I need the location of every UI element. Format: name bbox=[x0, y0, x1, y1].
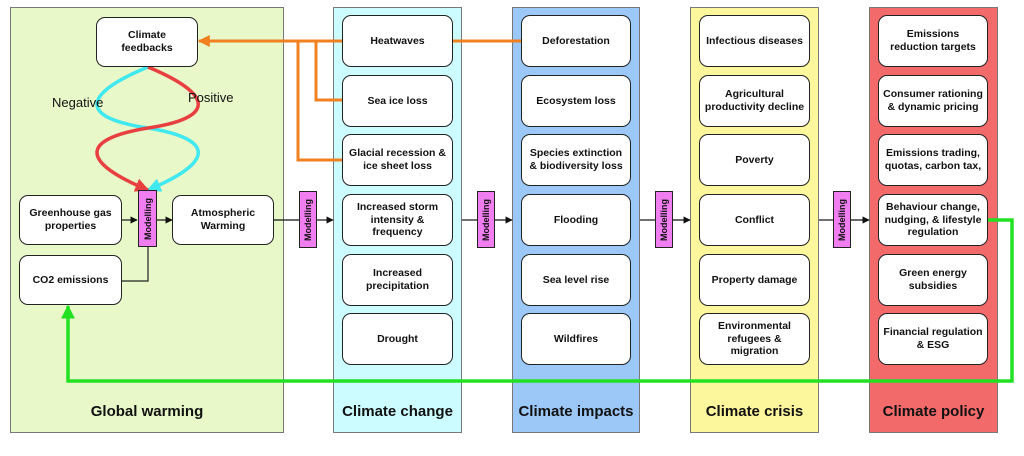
climate-policy-item: Green energy subsidies bbox=[878, 254, 988, 306]
climate-change-title: Climate change bbox=[342, 403, 453, 420]
climate-crisis-item: Environmental refugees & migration bbox=[699, 313, 810, 365]
modeling-tag-warming: Modelling bbox=[299, 191, 317, 248]
climate-feedbacks-box: Climate feedbacks bbox=[96, 17, 198, 67]
co2-emissions-box: CO2 emissions bbox=[19, 255, 122, 305]
climate-change-item: Increased precipitation bbox=[342, 254, 453, 306]
modeling-label: Modelling bbox=[142, 197, 153, 240]
climate-policy-item: Emissions reduction targets bbox=[878, 15, 988, 67]
climate-crisis-item: Property damage bbox=[699, 254, 810, 306]
climate-impacts-item: Sea level rise bbox=[521, 254, 631, 306]
climate-policy-item: Consumer rationing & dynamic pricing bbox=[878, 75, 988, 127]
climate-impacts-item: Wildfires bbox=[521, 313, 631, 365]
climate-policy-title: Climate policy bbox=[882, 403, 985, 420]
global-warming-title: Global warming bbox=[90, 403, 204, 420]
climate-impacts-item: Ecosystem loss bbox=[521, 75, 631, 127]
climate-policy-item: Financial regulation & ESG bbox=[878, 313, 988, 365]
climate-change-item: Sea ice loss bbox=[342, 75, 453, 127]
atmospheric-warming-box: Atmospheric Warming bbox=[172, 195, 274, 245]
climate-crisis-title: Climate crisis bbox=[705, 403, 804, 420]
modeling-tag-impacts: Modelling bbox=[655, 191, 673, 248]
climate-impacts-item: Flooding bbox=[521, 194, 631, 246]
modeling-label: Modelling bbox=[481, 198, 491, 241]
modeling-tag-feedbacks: Modelling bbox=[138, 190, 157, 247]
modeling-label: Modelling bbox=[303, 198, 313, 241]
negative-label: Negative bbox=[52, 95, 104, 110]
climate-policy-item: Behaviour change, nudging, & lifestyle r… bbox=[878, 194, 988, 246]
climate-crisis-item: Conflict bbox=[699, 194, 810, 246]
climate-change-item: Heatwaves bbox=[342, 15, 453, 67]
modeling-tag-change: Modelling bbox=[477, 191, 495, 248]
positive-label: Positive bbox=[188, 90, 234, 105]
climate-impacts-item: Deforestation bbox=[521, 15, 631, 67]
climate-change-item: Increased storm intensity & frequency bbox=[342, 194, 453, 246]
modeling-label: Modelling bbox=[837, 198, 847, 241]
modeling-label: Modelling bbox=[659, 198, 669, 241]
climate-crisis-item: Agricultural productivity decline bbox=[699, 75, 810, 127]
climate-impacts-title: Climate impacts bbox=[518, 403, 634, 420]
climate-change-item: Glacial recession & ice sheet loss bbox=[342, 134, 453, 186]
climate-policy-item: Emissions trading, quotas, carbon tax, bbox=[878, 134, 988, 186]
climate-change-item: Drought bbox=[342, 313, 453, 365]
climate-impacts-item: Species extinction & biodiversity loss bbox=[521, 134, 631, 186]
modeling-tag-crisis: Modelling bbox=[833, 191, 851, 248]
climate-crisis-item: Poverty bbox=[699, 134, 810, 186]
climate-crisis-item: Infectious diseases bbox=[699, 15, 810, 67]
greenhouse-gas-box: Greenhouse gas properties bbox=[19, 195, 122, 245]
